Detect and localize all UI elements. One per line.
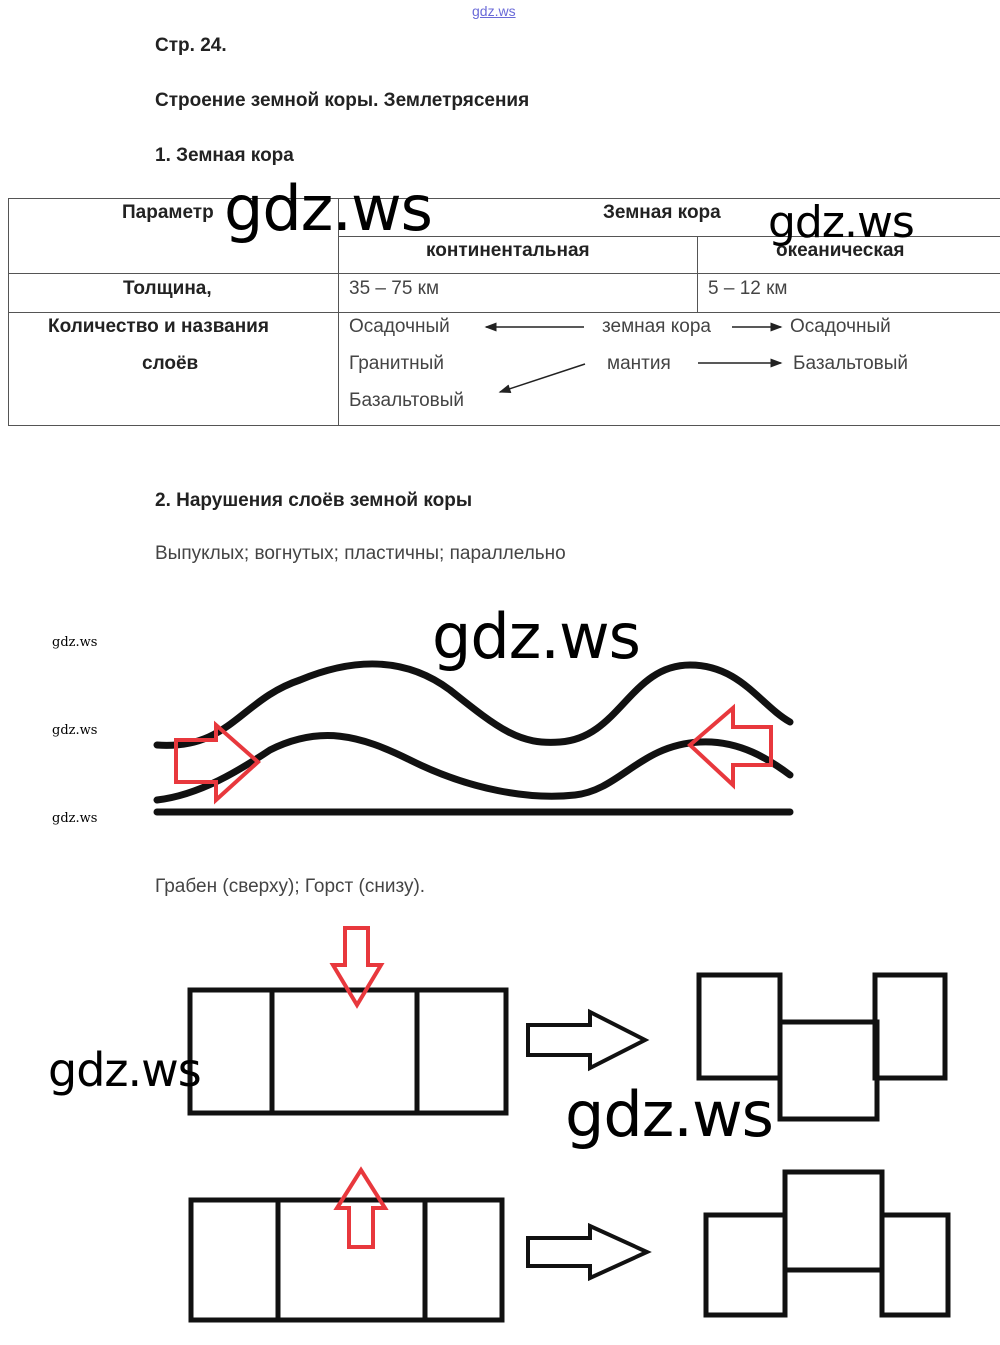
push-arrow-left — [687, 703, 773, 790]
cont-layer: Осадочный — [349, 316, 450, 337]
header-earth-crust: Земная кора — [603, 202, 721, 223]
page-title: Строение земной коры. Землетрясения — [155, 90, 530, 111]
watermark: gdz.ws — [48, 1043, 202, 1097]
page-label: Стр. 24. — [155, 35, 227, 56]
horst-diagram — [188, 1169, 951, 1323]
cont-layer: Базальтовый — [349, 390, 465, 411]
push-arrow-right — [174, 720, 262, 805]
row-thickness-label: Толщина, — [123, 278, 212, 299]
cont-layer: Гранитный — [349, 353, 444, 374]
down-arrow-red — [329, 926, 385, 1009]
watermark-small: gdz.ws — [52, 811, 98, 826]
header-oceanic: океаническая — [776, 240, 905, 261]
row-layers-label-2: слоёв — [142, 353, 199, 374]
answer-folds: Выпуклых; вогнутых; пластичны; параллель… — [155, 543, 566, 564]
middle-label: мантия — [607, 353, 671, 374]
section-2-heading: 2. Нарушения слоёв земной коры — [155, 490, 473, 511]
ocean-layer: Осадочный — [790, 316, 891, 337]
watermark: gdz.ws — [565, 1078, 774, 1151]
ocean-layer: Базальтовый — [793, 353, 909, 374]
watermark-small: gdz.ws — [52, 635, 98, 650]
watermark: gdz.ws — [224, 172, 433, 245]
header-parameter: Параметр — [122, 202, 214, 223]
oceanic-thickness: 5 – 12 км — [708, 278, 788, 299]
up-arrow-red — [333, 1166, 389, 1249]
graben-diagram — [187, 972, 948, 1122]
fold-diagram — [153, 660, 794, 816]
continental-thickness: 35 – 75 км — [349, 278, 440, 299]
watermark-small: gdz.ws — [52, 723, 98, 738]
middle-label: земная кора — [602, 316, 711, 337]
watermark: gdz.ws — [432, 600, 641, 673]
watermark-top-link[interactable]: gdz.ws — [472, 3, 516, 19]
header-continental: континентальная — [426, 240, 590, 261]
row-layers-label-1: Количество и названия — [48, 316, 269, 337]
answer-graben-horst: Грабен (сверху); Горст (снизу). — [155, 876, 426, 897]
watermark: gdz.ws — [768, 197, 915, 248]
section-1-heading: 1. Земная кора — [155, 145, 294, 166]
